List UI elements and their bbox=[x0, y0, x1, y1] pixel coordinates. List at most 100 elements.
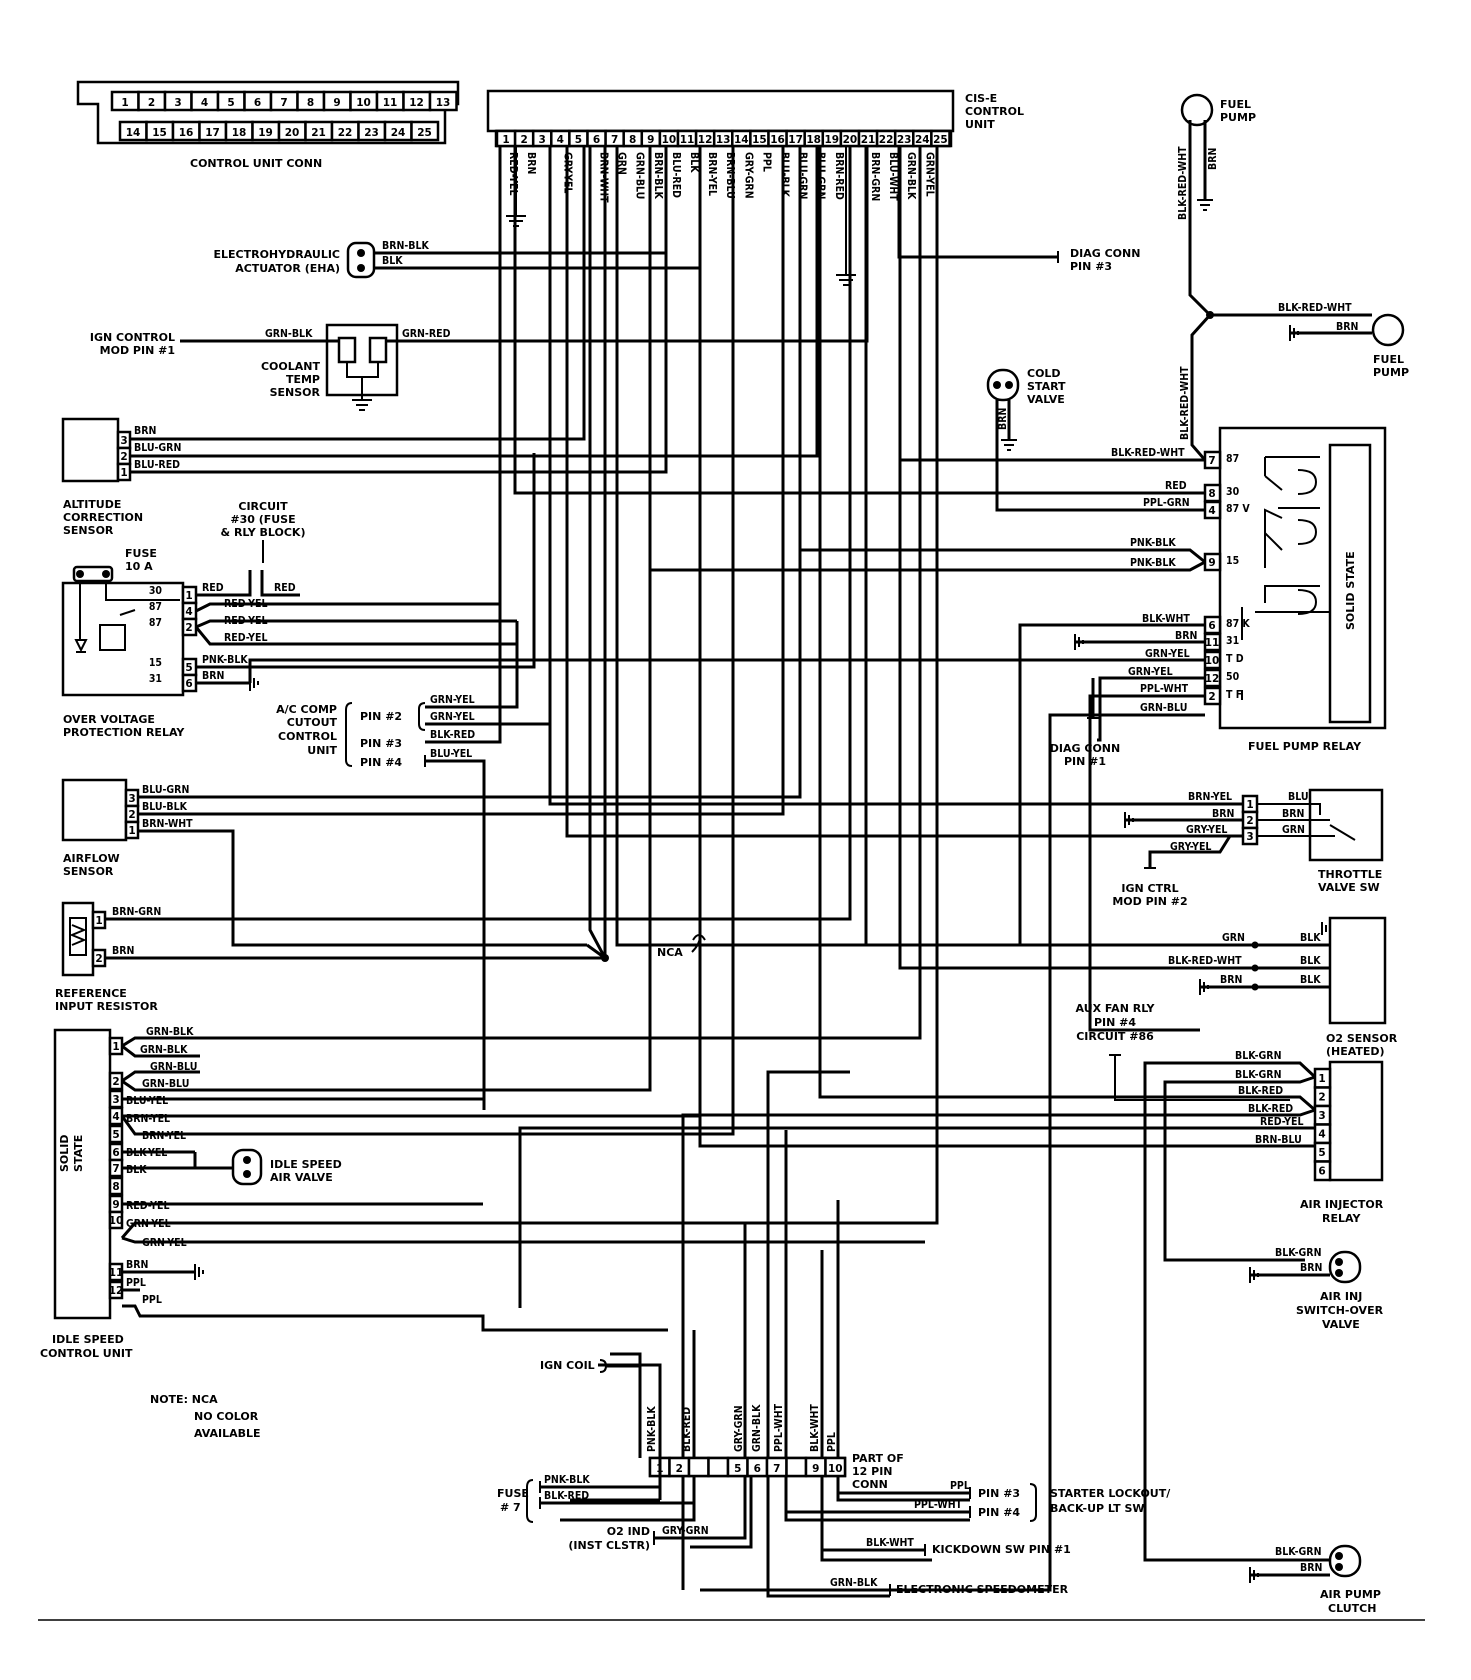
wire-label: RED bbox=[202, 582, 224, 594]
wire-label: BLK-RED bbox=[1238, 1085, 1283, 1097]
altitude-label-2: CORRECTION bbox=[63, 511, 143, 524]
pin-number: 24 bbox=[391, 127, 406, 139]
airflow-label-2: SENSOR bbox=[63, 865, 114, 878]
ovr-label-1: OVER VOLTAGE bbox=[63, 713, 155, 726]
pin-number: 6 bbox=[1208, 620, 1215, 632]
terminal-label: 30 bbox=[149, 585, 163, 597]
fuel-pump-right-label-1: FUEL bbox=[1373, 353, 1404, 366]
wire-label: BRN bbox=[126, 1259, 148, 1271]
wire-label: GRN-BLK bbox=[905, 152, 917, 200]
wire-label: PNK-BLK bbox=[202, 654, 248, 666]
aux-fan-relay-ref: AUX FAN RLY PIN #4 CIRCUIT #86 bbox=[1076, 1002, 1290, 1101]
wire-label: BLK-WHT bbox=[1142, 613, 1190, 625]
wire-label: BLK-YEL bbox=[126, 1147, 167, 1159]
pin-number: 8 bbox=[629, 134, 636, 146]
cis-pin-cell bbox=[930, 129, 951, 148]
wire-label: BRN bbox=[112, 945, 134, 957]
terminal-label: T D bbox=[1226, 653, 1244, 665]
cis-e-label-1: CIS-E bbox=[965, 92, 997, 105]
auxfan-label-2: PIN #4 bbox=[1094, 1016, 1136, 1029]
wire-label: PNK-BLK bbox=[544, 1474, 590, 1486]
wire-label: RED-YEL bbox=[507, 152, 519, 195]
wire-label: GRN-BLK bbox=[146, 1026, 194, 1038]
throttle-label-1: THROTTLE bbox=[1318, 868, 1382, 881]
wire-label: BLU-YEL bbox=[126, 1095, 168, 1107]
cis-e-label-3: UNIT bbox=[965, 118, 995, 131]
fuse7-label-1: FUSE bbox=[497, 1487, 529, 1500]
circuit30-wire: RED bbox=[274, 582, 296, 594]
fuel-pump-right-label-2: PUMP bbox=[1373, 366, 1409, 379]
pin-number: 25 bbox=[417, 127, 432, 139]
fuel-pump-right: BLK-RED-WHT BRN FUEL PUMP bbox=[1210, 302, 1409, 379]
ign-coil: IGN COIL bbox=[540, 1359, 640, 1373]
ground-icon bbox=[836, 146, 856, 286]
terminal-label: 87 V bbox=[1226, 503, 1250, 515]
terminal-label: 87 bbox=[1226, 453, 1239, 465]
wire-label: BLK-RED-WHT bbox=[1177, 146, 1189, 220]
o2ind-label-1: O2 IND bbox=[607, 1525, 650, 1538]
air-inj-switchover-valve: BLK-GRN BRN AIR INJ SWITCH-OVER VALVE bbox=[1249, 1247, 1384, 1331]
wire-label: GRN-BLK bbox=[751, 1404, 763, 1452]
wire-label: BLK bbox=[126, 1164, 147, 1176]
circuit30-label-3: & RLY BLOCK) bbox=[221, 526, 306, 539]
iscu-wiring: GRN-BLK GRN-BLK GRN-BLU GRN-BLU BLU-YEL … bbox=[120, 146, 939, 1332]
fpr-inner-label: SOLID STATE bbox=[1344, 551, 1357, 630]
pin-number: 4 bbox=[112, 1111, 119, 1123]
pin-number: 21 bbox=[311, 127, 326, 139]
pin-number: 12 bbox=[1205, 673, 1220, 685]
pin-number: 22 bbox=[338, 127, 353, 139]
wire-label: GRN-YEL bbox=[430, 694, 475, 706]
pin-number: 16 bbox=[770, 134, 785, 146]
pin-number: 23 bbox=[897, 134, 912, 146]
pin-number: 10 bbox=[828, 1463, 843, 1475]
pin-number: 7 bbox=[1208, 455, 1215, 467]
wire-label: RED-YEL bbox=[224, 632, 267, 644]
pin-number: 5 bbox=[227, 97, 234, 109]
pin-number: 19 bbox=[824, 134, 839, 146]
wire-label: GRN-BLU bbox=[142, 1078, 189, 1090]
wire-label: BLK-RED bbox=[544, 1490, 589, 1502]
terminal-label: 87 bbox=[149, 601, 162, 613]
pin-number: 9 bbox=[812, 1463, 819, 1475]
pin-number: 12 bbox=[109, 1285, 124, 1297]
connector-cell bbox=[428, 90, 458, 112]
pin-number: 20 bbox=[285, 127, 300, 139]
wire-label: BLK-RED-WHT bbox=[1278, 302, 1352, 314]
pin-number: 8 bbox=[307, 97, 314, 109]
wire-label: BRN-GRN bbox=[869, 152, 881, 201]
pin-number: 2 bbox=[128, 809, 135, 821]
wire-label: BRN bbox=[525, 152, 537, 174]
idle-valve-label-1: IDLE SPEED bbox=[270, 1158, 342, 1171]
fuse-label-2: 10 A bbox=[125, 560, 153, 573]
air-pump-label-1: AIR PUMP bbox=[1320, 1588, 1381, 1601]
wire-label: BLK-GRN bbox=[1235, 1069, 1282, 1081]
wire-label: BLK-RED bbox=[430, 729, 475, 741]
conn12-wiring: PNK-BLK BLK-RED GRY-GRN GRN-BLK PPL-WHT … bbox=[560, 1070, 970, 1598]
pin-cell bbox=[108, 1210, 124, 1230]
pin-number: 3 bbox=[112, 1094, 119, 1106]
pin-number: 24 bbox=[915, 134, 930, 146]
wire-label: BRN bbox=[1207, 148, 1219, 170]
ac-label-3: CONTROL bbox=[278, 730, 337, 743]
pin-number: 21 bbox=[861, 134, 876, 146]
wire-label: PPL-GRN bbox=[1143, 497, 1190, 509]
pin-number: 8 bbox=[1208, 488, 1215, 500]
pin-number: 15 bbox=[152, 127, 167, 139]
note: NOTE: NCA NO COLOR AVAILABLE bbox=[150, 1393, 261, 1440]
pin-number: 9 bbox=[333, 97, 340, 109]
pin-number: 9 bbox=[112, 1199, 119, 1211]
diag-pin3-label-2: PIN #3 bbox=[1070, 260, 1112, 273]
terminal-label: 87 bbox=[149, 617, 162, 629]
pin-number: 2 bbox=[1318, 1092, 1325, 1104]
wire-label: BLK-RED bbox=[681, 1407, 693, 1452]
throttle-label-2: VALVE SW bbox=[1318, 881, 1380, 894]
cold-start-label-2: START bbox=[1027, 380, 1066, 393]
wire-label: RED-YEL bbox=[224, 598, 267, 610]
pin-number: 3 bbox=[174, 97, 181, 109]
pin-number: 13 bbox=[436, 97, 451, 109]
conn12-label-1: PART OF bbox=[852, 1452, 904, 1465]
coolant-label-2: TEMP bbox=[286, 373, 320, 386]
conn12-label-3: CONN bbox=[852, 1478, 888, 1491]
ign-ctrl-label-2: MOD PIN #1 bbox=[100, 344, 175, 357]
note-line-2: NO COLOR bbox=[194, 1410, 259, 1423]
